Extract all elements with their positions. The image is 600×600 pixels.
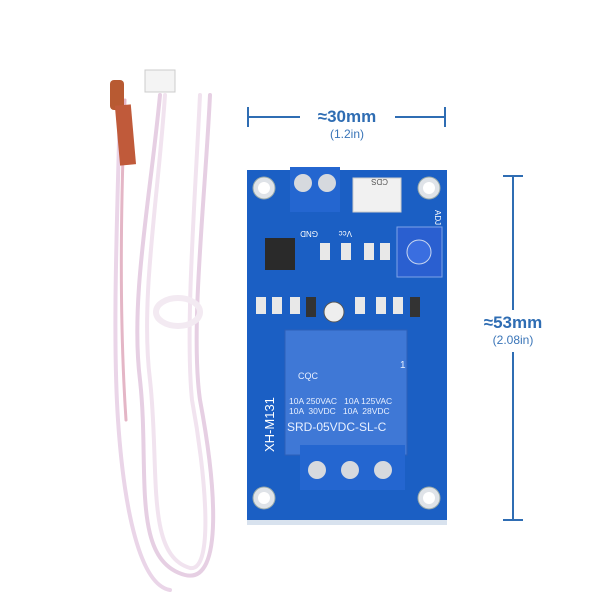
cable-connector	[144, 69, 176, 93]
cqc-mark: CQC	[298, 371, 319, 381]
height-dimension-line	[503, 175, 523, 521]
relay-rating-dc: 10A 30VDC 10A 28VDC	[289, 406, 390, 416]
width-dimension: ≈30mm (1.2in)	[297, 107, 397, 141]
height-value: ≈53mm	[483, 313, 543, 332]
width-inches: (1.2in)	[329, 127, 364, 141]
adj-label: ADJ	[433, 210, 442, 225]
width-dimension-line	[247, 107, 446, 127]
width-value: ≈30mm	[317, 107, 377, 126]
cds-label: CDS	[371, 177, 388, 186]
photoresistor	[110, 80, 137, 166]
vcc-label: Vcc	[339, 229, 352, 238]
relay-mark-1: 1	[400, 360, 406, 371]
board-model-label: XH-M131	[262, 397, 277, 452]
relay-model: SRD-05VDC-SL-C	[287, 420, 387, 434]
height-dimension: ≈53mm (2.08in)	[468, 313, 558, 347]
gnd-label: GND	[300, 229, 318, 238]
sensor-cable	[113, 93, 216, 592]
relay-rating-ac: 10A 250VAC 10A 125VAC	[289, 396, 392, 406]
height-inches: (2.08in)	[492, 333, 534, 347]
relay-module-board: CDS ADJ CQC 1 10A 250VAC 10A 125VAC 10A …	[247, 167, 447, 525]
